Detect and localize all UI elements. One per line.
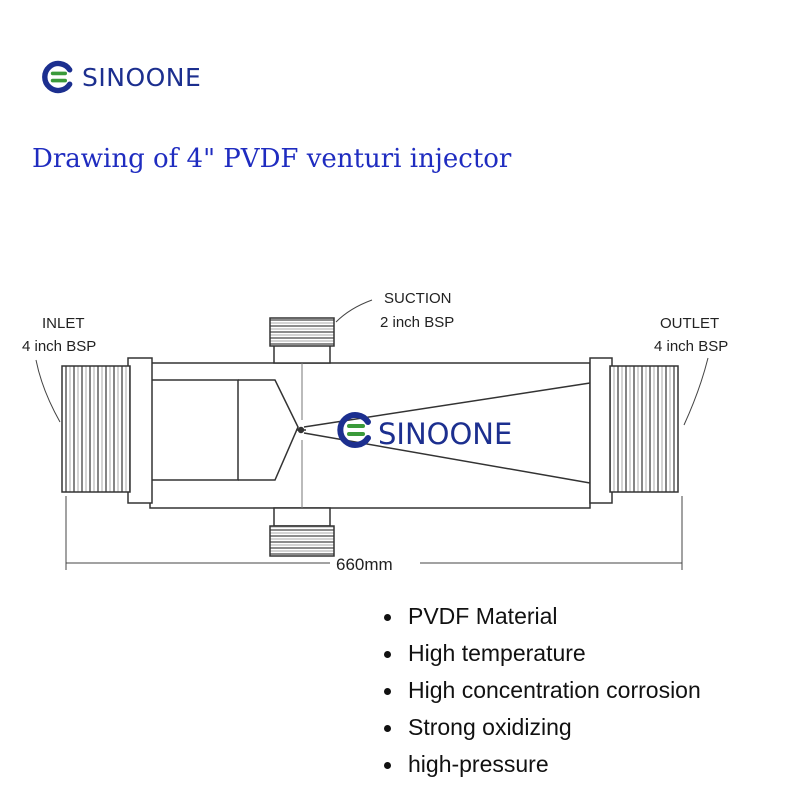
page-title: Drawing of 4" PVDF venturi injector <box>32 144 512 174</box>
body-watermark-logo: SINOONE <box>337 412 512 451</box>
inlet-thread <box>61 365 131 493</box>
venturi-injector-drawing: INLET 4 inch BSP SUCTION 2 inch BSP OUTL… <box>22 290 728 574</box>
feature-item: PVDF Material <box>380 598 701 635</box>
injector-body <box>127 344 613 527</box>
outlet-spec-label: 4 inch BSP <box>654 338 728 355</box>
feature-item: high-pressure <box>380 746 701 783</box>
suction-thread-bottom <box>269 525 335 557</box>
watermark-text: SINOONE <box>378 417 512 451</box>
watermark-sinoone-icon <box>337 412 371 448</box>
suction-label: SUCTION <box>384 290 452 307</box>
suction-thread-top <box>269 317 335 347</box>
length-dimension-label: 660mm <box>336 555 393 574</box>
feature-item: Strong oxidizing <box>380 709 701 746</box>
outlet-label: OUTLET <box>660 315 719 332</box>
length-dimension <box>65 496 683 570</box>
feature-list: PVDF Material High temperature High conc… <box>380 598 701 783</box>
inlet-label: INLET <box>42 315 85 332</box>
brand-logo-text: SINOONE <box>82 62 202 92</box>
suction-spec-label: 2 inch BSP <box>380 314 454 331</box>
feature-item: High temperature <box>380 635 701 672</box>
inlet-spec-label: 4 inch BSP <box>22 338 96 355</box>
outlet-thread <box>609 365 679 493</box>
feature-item: High concentration corrosion <box>380 672 701 709</box>
sinoone-logo-icon <box>42 60 73 94</box>
brand-header: SINOONE <box>40 58 201 96</box>
leader-lines <box>35 299 709 426</box>
